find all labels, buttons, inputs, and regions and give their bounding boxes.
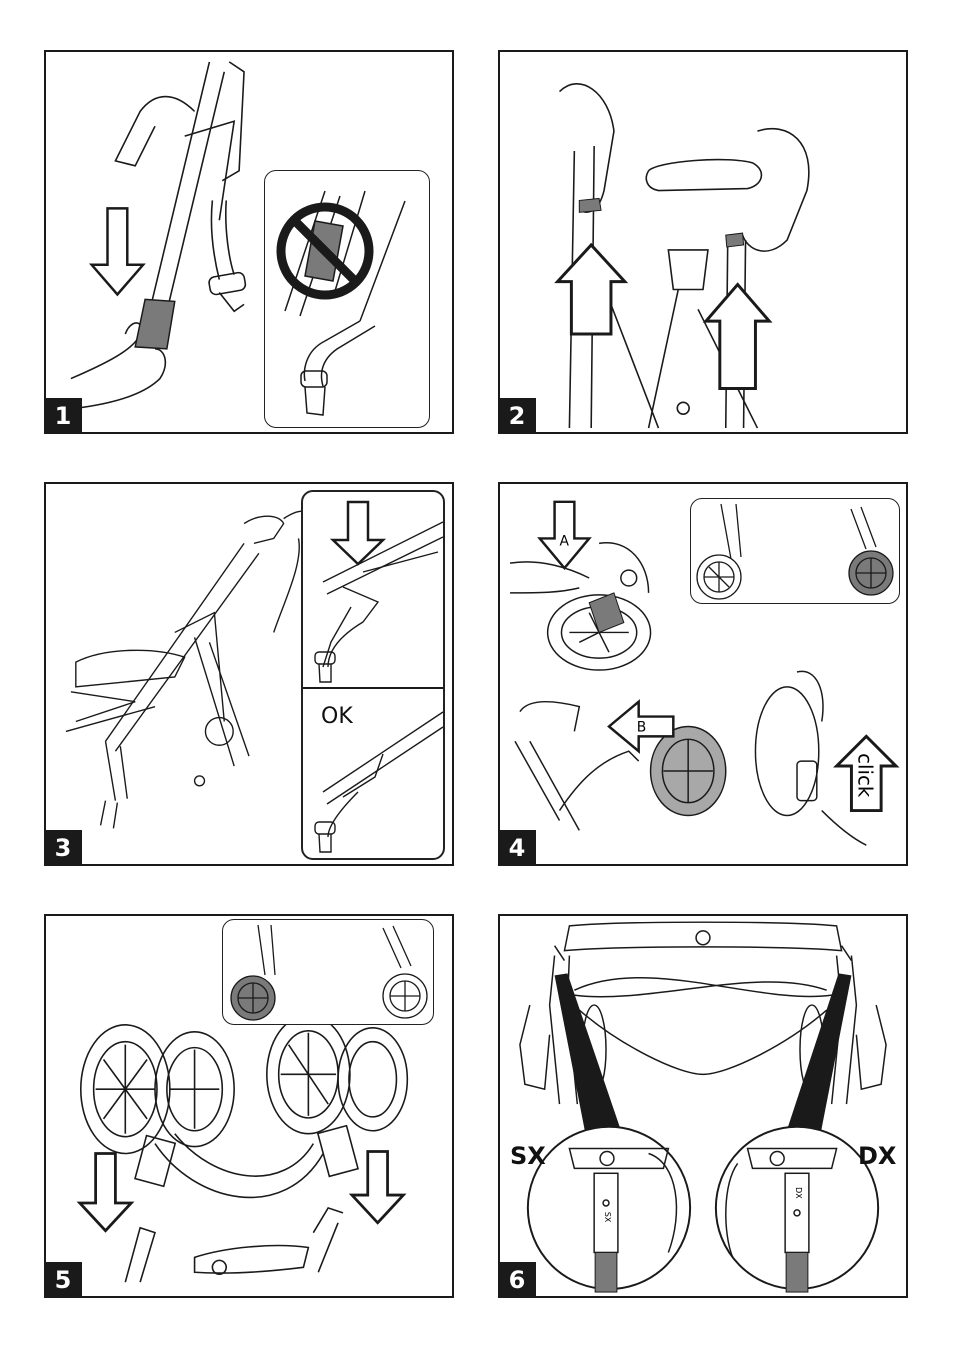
step-number: 5 (44, 1262, 82, 1298)
step-3-inset-illustration (303, 492, 445, 860)
step-number: 6 (498, 1262, 536, 1298)
step-1-panel: 1 (44, 50, 454, 434)
svg-text:DX: DX (794, 1187, 803, 1199)
step-4-inset-illustration (691, 499, 900, 604)
step-4-panel: A B click 4 (498, 482, 908, 866)
step-2-panel: 2 (498, 50, 908, 434)
ok-label: OK (321, 704, 353, 729)
step-number: 4 (498, 830, 536, 866)
step-6-illustration: SX DX (500, 916, 906, 1296)
sx-magnifier: SX (528, 1127, 690, 1292)
dx-label: DX (858, 1142, 896, 1170)
dx-magnifier: DX (716, 1127, 878, 1292)
step-number: 3 (44, 830, 82, 866)
step-2-illustration (500, 52, 906, 432)
step-5-inset-illustration (223, 920, 434, 1025)
step-5-panel: 5 (44, 914, 454, 1298)
prohibited-sign-icon (281, 207, 369, 295)
step-number: 1 (44, 398, 82, 434)
step-4-wheel-inset (690, 498, 900, 604)
label-b: B (637, 719, 647, 735)
step-3-detail-insets: OK (301, 490, 445, 860)
step-1-prohibited-inset (264, 170, 430, 428)
step-3-panel: OK 3 (44, 482, 454, 866)
label-a: A (560, 533, 570, 549)
step-number: 2 (498, 398, 536, 434)
step-1-inset-illustration (265, 171, 430, 428)
click-label: click (853, 753, 876, 798)
step-5-wheel-inset (222, 919, 434, 1025)
step-6-panel: SX DX SX DX 6 (498, 914, 908, 1298)
svg-text:SX: SX (603, 1212, 612, 1223)
sx-label: SX (510, 1142, 546, 1170)
